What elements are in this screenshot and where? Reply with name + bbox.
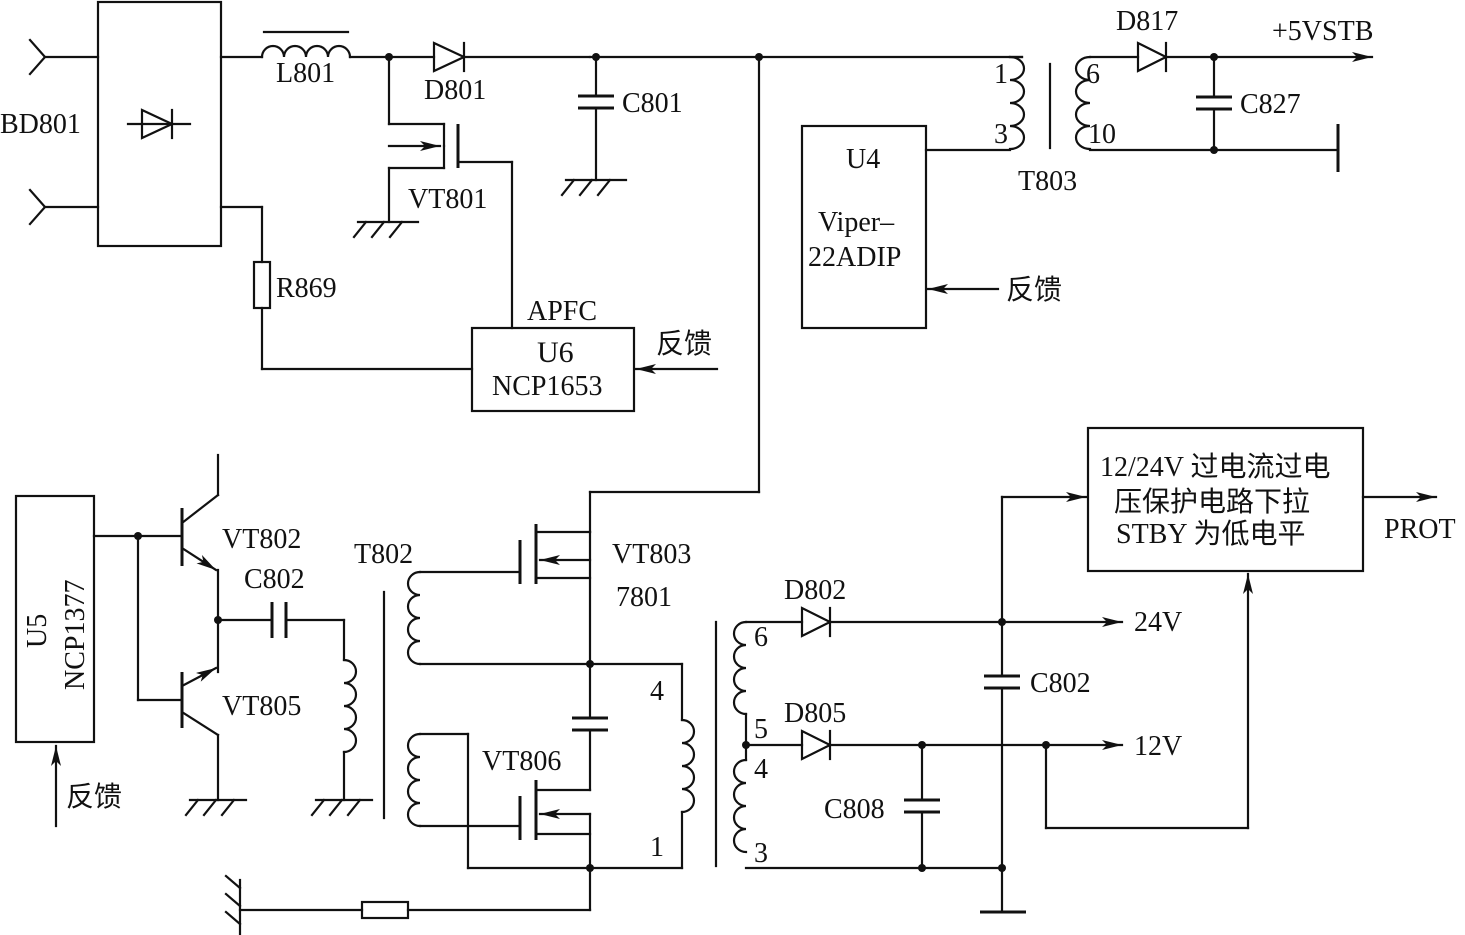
transformer-t803 — [1008, 55, 1092, 151]
diode-d802 — [800, 606, 833, 638]
ic-u6-block — [470, 326, 636, 413]
ground-bottom-left — [224, 874, 242, 935]
capacitor-c808 — [904, 743, 940, 870]
t803-label: T803 — [1018, 166, 1077, 197]
c802b-label: C802 — [1030, 668, 1091, 699]
out-pin3-label: 3 — [754, 838, 768, 869]
vt803-label: VT803 — [612, 539, 691, 570]
ic-u5-block — [14, 494, 96, 744]
resonant-capacitor — [572, 662, 608, 792]
ac-input-terminal-bottom — [28, 188, 100, 226]
drive-transformer-secondary-bottom — [406, 732, 520, 870]
transistor-vt802 — [180, 453, 220, 674]
ic-u4-block — [800, 124, 928, 330]
viper-line2-label: 22ADIP — [808, 242, 901, 273]
protection-text-line3: STBY 为低电平 — [1116, 518, 1306, 550]
u6-label: U6 — [537, 336, 574, 369]
d805-label: D805 — [784, 698, 846, 729]
vt801-label: VT801 — [408, 184, 487, 215]
protection-text-line2: 压保护电路下拉 — [1114, 486, 1310, 518]
d817-label: D817 — [1116, 6, 1178, 37]
prot-label: PROT — [1384, 514, 1456, 545]
protection-text-line1: 12/24V 过电流过电 — [1100, 451, 1331, 483]
u6-feedback-label: 反馈 — [656, 328, 712, 360]
v24-label: 24V — [1134, 607, 1182, 638]
diode-d805 — [800, 729, 833, 761]
diode-d801 — [432, 41, 467, 73]
primary-pin1-label: 1 — [650, 832, 664, 863]
bd801-label: BD801 — [0, 109, 81, 140]
apfc-label: APFC — [527, 296, 597, 327]
l801-label: L801 — [276, 58, 335, 89]
c802a-label: C802 — [244, 564, 305, 595]
v5stb-label: +5VSTB — [1272, 16, 1373, 47]
capacitor-c801 — [560, 55, 628, 197]
mosfet-vt803 — [518, 55, 761, 666]
r869-label: R869 — [276, 273, 337, 304]
protection-circuit-block — [1086, 426, 1365, 573]
capacitor-c802-output — [980, 495, 1026, 914]
t803-pin10-label: 10 — [1088, 119, 1116, 150]
t803-pin1-label: 1 — [994, 59, 1008, 90]
drive-transformer-secondary-top — [406, 570, 592, 666]
vt805-label: VT805 — [222, 691, 301, 722]
viper-line1-label: Viper– — [818, 207, 895, 238]
u5-feedback-label: 反馈 — [66, 781, 122, 813]
u4-label: U4 — [846, 144, 880, 175]
bridge-rectifier-bd801 — [96, 0, 223, 248]
vt806-label: VT806 — [482, 746, 561, 777]
c808-label: C808 — [824, 794, 885, 825]
main-transformer-secondary — [732, 620, 748, 854]
out-pin5-label: 5 — [754, 714, 768, 745]
main-transformer-primary — [588, 662, 696, 870]
out-pin4-label: 4 — [754, 754, 768, 785]
out-pin6-label: 6 — [754, 622, 768, 653]
d802-label: D802 — [784, 575, 846, 606]
diode-d817 — [1136, 41, 1169, 73]
t803-pin3-label: 3 — [994, 119, 1008, 150]
u5-label: U5 — [22, 614, 53, 648]
u4-feedback-label: 反馈 — [1006, 274, 1062, 306]
inductor-l801 — [260, 30, 352, 59]
n7801-label: 7801 — [616, 582, 672, 613]
mosfet-vt801 — [352, 55, 514, 239]
resistor-r869 — [252, 260, 272, 310]
transistor-vt805 — [180, 666, 248, 817]
ncp1377-label: NCP1377 — [60, 580, 91, 690]
capacitor-c827 — [1196, 55, 1232, 152]
v12-label: 12V — [1134, 731, 1182, 762]
primary-pin4-label: 4 — [650, 676, 664, 707]
drive-transformer-primary — [310, 618, 374, 817]
capacitor-c802-coupling — [216, 602, 346, 638]
t802-label: T802 — [354, 539, 413, 570]
mosfet-vt806 — [518, 780, 592, 870]
current-sense-resistor — [360, 900, 410, 920]
d801-label: D801 — [424, 75, 486, 106]
c801-label: C801 — [622, 88, 683, 119]
ac-input-terminal-top — [28, 38, 100, 76]
vt802-label: VT802 — [222, 524, 301, 555]
c827-label: C827 — [1240, 89, 1301, 120]
ncp1653-label: NCP1653 — [492, 371, 602, 402]
t803-pin6-label: 6 — [1086, 59, 1100, 90]
